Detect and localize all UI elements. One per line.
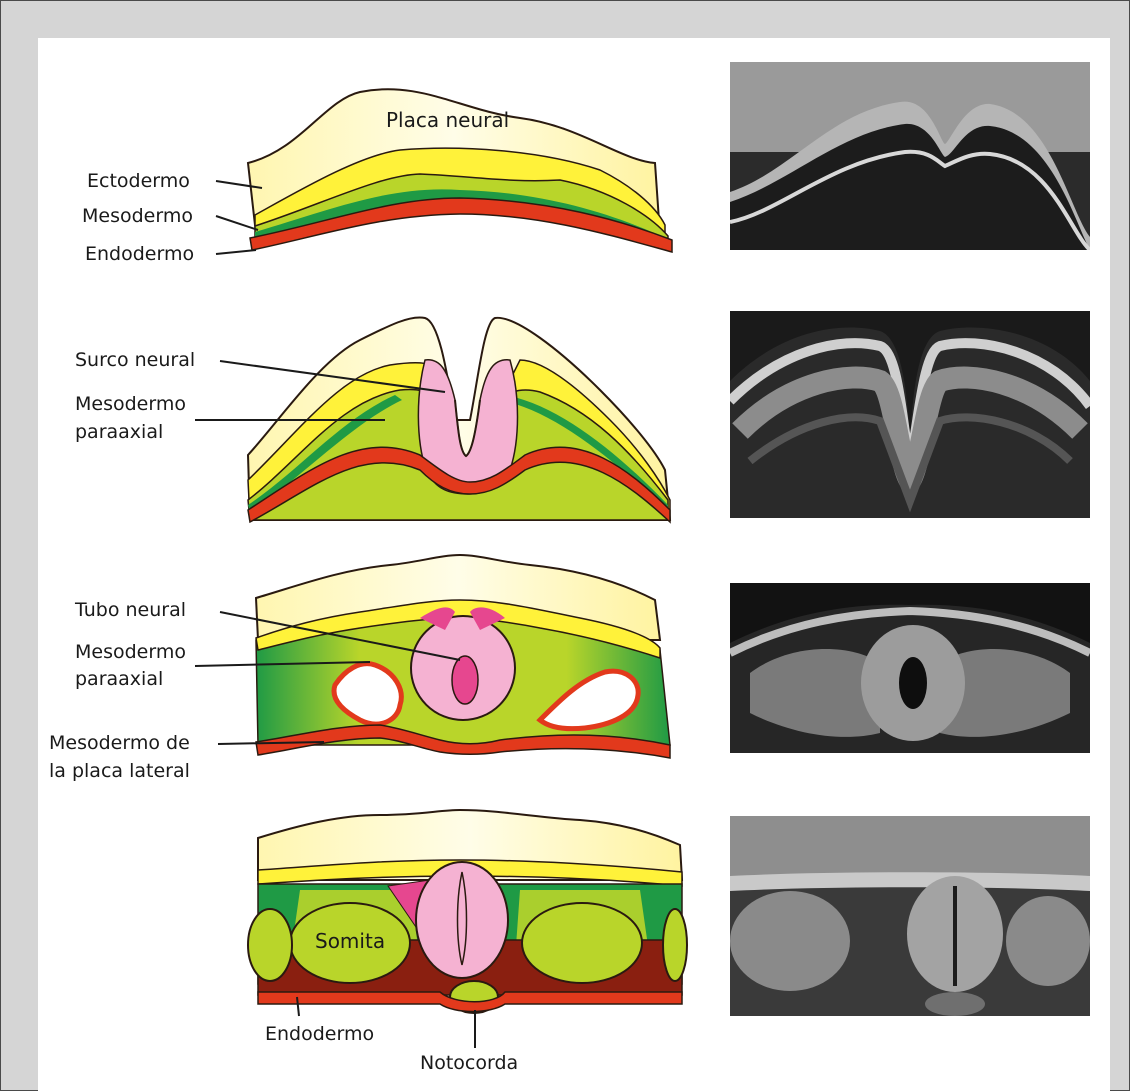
stage4-somite-right — [522, 903, 642, 983]
label-surco-neural: Surco neural — [75, 348, 195, 372]
label-somita: Somita — [315, 929, 385, 953]
label-lateral-1: Mesodermo de — [49, 731, 190, 755]
label-notocorda: Notocorda — [420, 1051, 518, 1075]
stage4-diagram — [248, 810, 687, 1013]
leader-mesodermo-1 — [216, 216, 258, 230]
label-placa-neural: Placa neural — [386, 108, 509, 132]
sem-somite-image — [730, 816, 1090, 1016]
stage3-neural-lumen — [452, 656, 478, 704]
stage3-diagram — [256, 555, 670, 758]
label-mesodermo-3: Mesodermo — [75, 640, 186, 664]
sem-neural-plate-image — [730, 62, 1090, 250]
stage4-somite-far-left — [248, 909, 292, 981]
label-mesodermo-2: Mesodermo — [75, 392, 186, 416]
stage4-neural-lumen — [458, 872, 467, 965]
label-ectodermo: Ectodermo — [87, 169, 190, 193]
label-paraaxial-2: paraaxial — [75, 420, 163, 444]
label-paraaxial-3: paraaxial — [75, 667, 163, 691]
stage4-somite-far-right — [663, 909, 687, 981]
label-tubo-neural: Tubo neural — [75, 598, 186, 622]
sem-neural-tube-image — [730, 583, 1090, 753]
leader-endodermo-1 — [216, 250, 256, 254]
sem-neural-groove-image — [730, 311, 1090, 518]
label-endodermo-1: Endodermo — [85, 242, 194, 266]
label-endodermo-4: Endodermo — [265, 1022, 374, 1046]
label-lateral-2: la placa lateral — [49, 759, 190, 783]
label-mesodermo: Mesodermo — [82, 204, 193, 228]
